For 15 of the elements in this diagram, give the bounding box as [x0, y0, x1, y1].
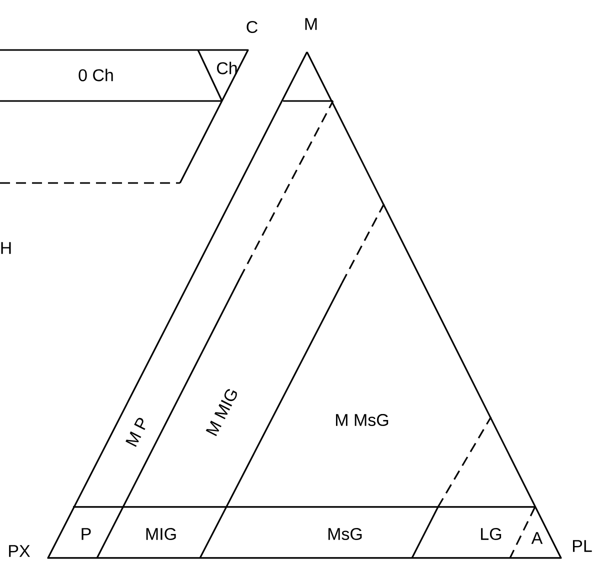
field-label: MsG: [328, 528, 362, 540]
field-label: MIG: [146, 528, 176, 540]
field-label: M P: [126, 418, 146, 447]
corner-label: PL: [573, 540, 592, 552]
field-label: Ch: [217, 62, 237, 74]
field-label: P: [82, 528, 91, 540]
field-label: M MIG: [206, 389, 237, 436]
field-label: H: [1, 242, 11, 254]
field-label: 0 Ch: [78, 68, 113, 82]
field-label: M MsG: [336, 414, 388, 426]
corner-label: C: [246, 20, 258, 34]
corner-label: M: [305, 18, 317, 30]
field-label: LG: [481, 528, 502, 540]
field-label: A: [531, 532, 543, 544]
corner-label: PX: [9, 545, 30, 557]
